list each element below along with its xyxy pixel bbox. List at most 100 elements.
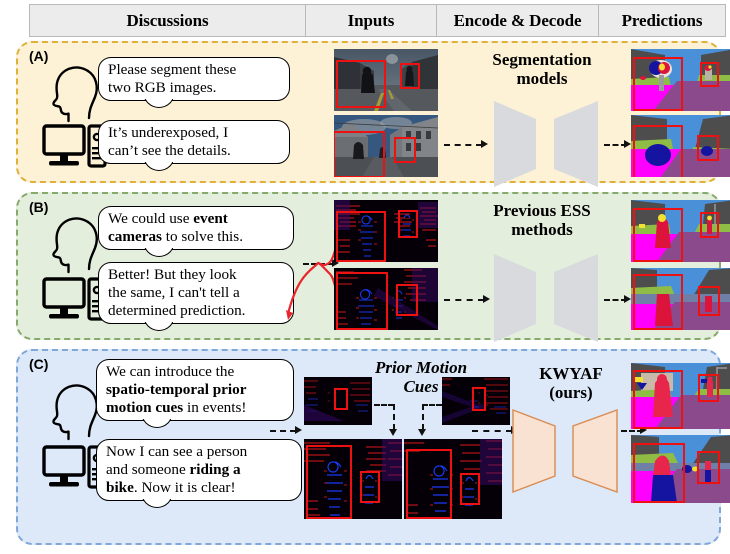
bubble-b-human: We could use event cameras to solve this… (98, 206, 294, 257)
text-plain: We could use (108, 210, 194, 227)
text-bold: motion cues (106, 398, 184, 416)
roi-box (697, 135, 719, 161)
bubble-c-human-line3: motion cues in events! (106, 399, 285, 417)
bubble-b-computer-line3: determined prediction. (108, 301, 246, 319)
roi-box (698, 286, 720, 316)
arrow-cue-right-down (422, 404, 424, 430)
bubble-b-human-line2: cameras to solve this. (108, 228, 285, 246)
bubble-tail (143, 247, 173, 258)
roi-box (700, 62, 719, 87)
event-image-c-left (304, 439, 402, 519)
panel-b-tag: (B) (29, 199, 49, 215)
text-bold: spatio-temporal prior (106, 380, 247, 398)
roi-box (336, 211, 386, 262)
roi-box (633, 125, 683, 177)
header-cell-predictions: Predictions (598, 4, 726, 37)
text-plain: in events! (183, 398, 247, 416)
roi-box (394, 137, 416, 163)
bubble-tail (141, 498, 171, 509)
human-head-icon (52, 66, 98, 123)
roi-box (697, 451, 720, 484)
red-brace-connector (286, 232, 348, 320)
event-image-b-top (334, 200, 438, 262)
stage-label-line1: Previous ESS (493, 201, 591, 220)
roi-box (306, 445, 352, 519)
bubble-c-human: We can introduce the spatio-temporal pri… (96, 359, 294, 428)
text-bold: event (193, 210, 228, 227)
roi-box (396, 284, 418, 316)
bubble-a-computer-line2: can’t see the details. (108, 141, 231, 159)
arrow-cue-right-branch (422, 404, 442, 406)
prediction-image-b-top (631, 200, 730, 262)
panel-c: (C) We can introduce the spatio-temporal… (16, 349, 730, 545)
roi-box (633, 370, 683, 429)
bubble-c-computer: Now I can see a person and someone ridin… (96, 439, 302, 508)
roi-box (633, 57, 683, 111)
stage-label-line2: (ours) (549, 382, 593, 402)
text-bold: cameras (108, 227, 162, 245)
roi-box (406, 449, 452, 519)
bubble-c-computer-line3: bike. Now it is clear! (106, 479, 293, 497)
roi-box (336, 60, 386, 108)
motion-cue-stack-left (304, 377, 372, 425)
prior-motion-line2: Cues (403, 376, 439, 396)
prediction-image-a-bottom (631, 115, 730, 177)
arrow-codec-to-predictions (604, 144, 627, 146)
roi-box (633, 443, 685, 503)
arrowhead-icon (332, 259, 339, 267)
bubble-a-computer: It’s underexposed, I can’t see the detai… (98, 120, 290, 171)
arrow-cue-left-branch (374, 404, 394, 406)
event-image-b-bottom (334, 268, 438, 330)
stage-label-previous-ess-methods: Previous ESS methods (462, 201, 622, 239)
encoder-decoder-shape-kwyaf (512, 408, 618, 494)
roi-box (700, 212, 719, 238)
prediction-image-a-top (631, 49, 730, 111)
text-plain: and someone (106, 460, 190, 478)
arrowhead-icon (483, 295, 490, 303)
arrowhead-icon (418, 429, 426, 436)
arrow-cue-left-down (393, 404, 395, 430)
bubble-tail (143, 161, 173, 172)
stage-label-segmentation-models: Segmentation models (462, 50, 622, 88)
encoder-decoder-shape (494, 254, 598, 342)
arrowhead-icon (481, 140, 488, 148)
roi-box (460, 473, 480, 505)
bubble-a-human-line2: two RGB images. (108, 78, 217, 96)
text-bold: riding a (189, 460, 241, 478)
bubble-a-human-line1: Please segment these (108, 61, 237, 78)
stage-label-kwyaf: KWYAF (ours) (511, 364, 631, 402)
stage-label-line1: Segmentation (492, 50, 592, 69)
arrow-discussion-to-events (270, 430, 296, 432)
roi-box (633, 274, 683, 330)
human-head-icon (52, 384, 98, 441)
prediction-image-b-bottom (631, 268, 730, 330)
roi-box (336, 272, 388, 330)
arrow-input-to-codec (444, 299, 484, 301)
encoder-decoder-shape (494, 101, 598, 187)
arrow-codec-to-predictions (604, 299, 627, 301)
label-prior-motion-cues: Prior Motion Cues (336, 358, 506, 396)
bubble-a-computer-line1: It’s underexposed, I (108, 124, 229, 141)
bubble-tail (143, 98, 173, 109)
arrowhead-icon (295, 426, 302, 434)
human-head-icon (52, 217, 98, 274)
bubble-b-computer-line2: the same, I can't tell a (108, 283, 240, 301)
stage-label-line1: KWYAF (539, 364, 603, 383)
event-image-c-right (404, 439, 502, 519)
arrow-codec-to-predictions (621, 430, 643, 432)
header-cell-inputs: Inputs (305, 4, 437, 37)
header-cell-encode-decode: Encode & Decode (436, 4, 599, 37)
prediction-image-c-top (631, 363, 730, 429)
bubble-tail (143, 321, 173, 332)
arrowhead-icon (624, 140, 631, 148)
bubble-c-computer-line1: Now I can see a person (106, 443, 248, 460)
panel-a-tag: (A) (29, 48, 49, 64)
roi-box (698, 374, 719, 402)
panel-b: (B) We could use event cameras to solve … (16, 192, 730, 342)
roi-box (633, 208, 683, 262)
text-bold: bike (106, 478, 134, 496)
roi-box (400, 63, 420, 89)
bubble-b-human-line1: We could use event (108, 210, 285, 228)
roi-box (334, 388, 348, 410)
